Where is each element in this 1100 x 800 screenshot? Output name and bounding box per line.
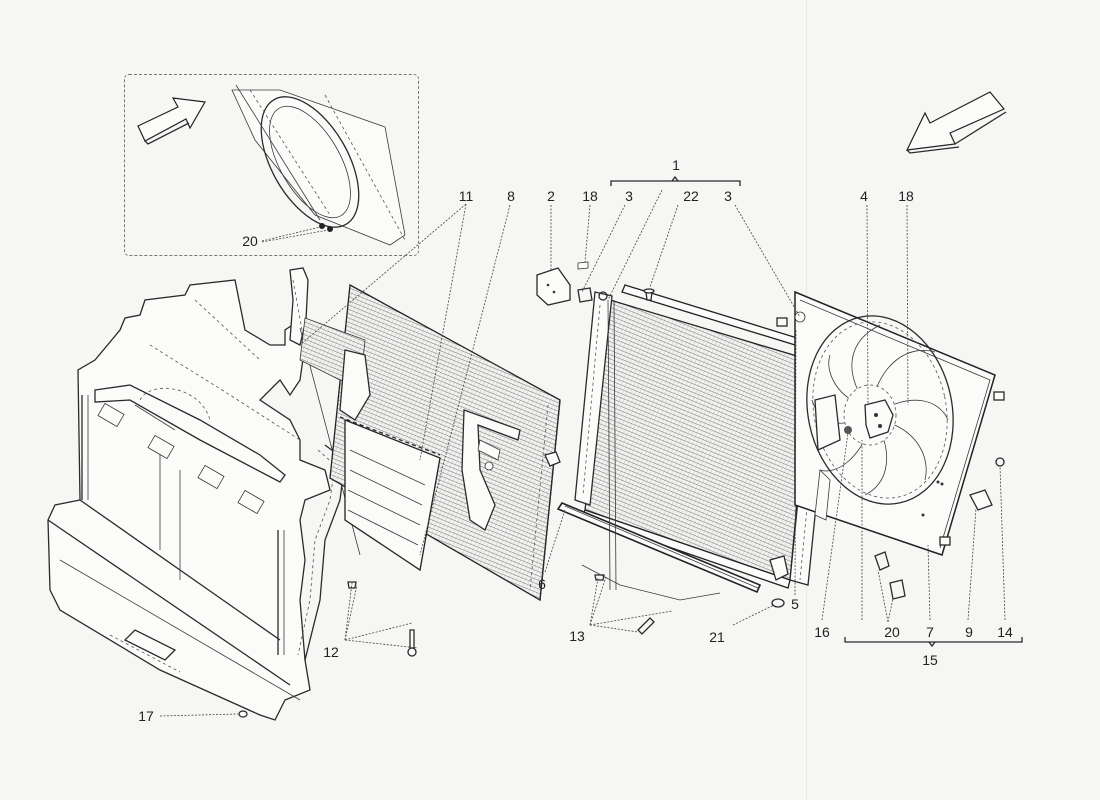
group-bracket-15 <box>844 637 1023 648</box>
inset-view <box>137 84 406 246</box>
callout-2[interactable]: 2 <box>547 188 555 204</box>
arrow-up-right-icon <box>137 97 206 145</box>
callout-14[interactable]: 14 <box>997 624 1013 640</box>
condenser <box>299 283 561 602</box>
callout-5[interactable]: 5 <box>791 596 799 612</box>
callout-3-left[interactable]: 3 <box>625 188 633 204</box>
callout-18-right[interactable]: 18 <box>898 188 914 204</box>
callout-11[interactable]: 11 <box>458 188 474 204</box>
group-bracket-1 <box>610 175 741 186</box>
front-air-duct-shroud <box>47 279 346 721</box>
electric-fan-assembly <box>776 290 1005 600</box>
fasteners-12 <box>347 581 417 657</box>
leader-lines <box>159 189 1006 717</box>
callout-17[interactable]: 17 <box>138 708 154 724</box>
callout-4[interactable]: 4 <box>860 188 868 204</box>
callout-8[interactable]: 8 <box>507 188 515 204</box>
callout-12[interactable]: 12 <box>323 644 339 660</box>
callout-22[interactable]: 22 <box>683 188 699 204</box>
callout-16[interactable]: 16 <box>814 624 830 640</box>
arrow-down-left-icon <box>905 91 1007 154</box>
callout-9[interactable]: 9 <box>965 624 973 640</box>
callout-inset-20[interactable]: 20 <box>242 233 258 249</box>
callout-13[interactable]: 13 <box>569 628 585 644</box>
callout-7[interactable]: 7 <box>926 624 934 640</box>
inset-view-frame <box>124 74 419 256</box>
radiator <box>536 261 831 635</box>
inset-fan-sketch <box>231 84 406 246</box>
callout-3-right[interactable]: 3 <box>724 188 732 204</box>
callout-15[interactable]: 15 <box>922 652 938 668</box>
callout-6[interactable]: 6 <box>538 576 546 592</box>
callout-18-top[interactable]: 18 <box>582 188 598 204</box>
callout-21[interactable]: 21 <box>709 629 725 645</box>
callout-1[interactable]: 1 <box>672 157 680 173</box>
callout-20[interactable]: 20 <box>884 624 900 640</box>
